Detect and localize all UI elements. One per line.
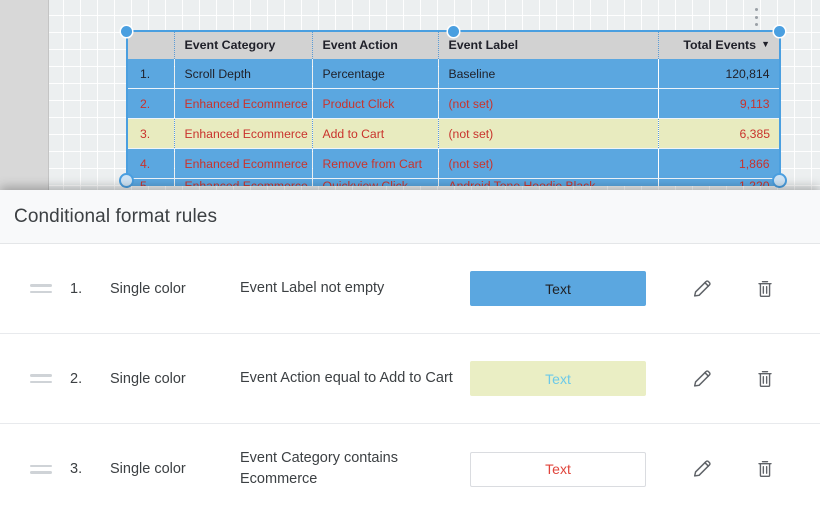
rule-preview-wrap: Text [470,451,670,487]
rule-preview-wrap: Text [470,361,670,396]
col-index[interactable] [126,31,175,59]
col-event-label[interactable]: Event Label [438,31,659,59]
rule-row[interactable]: 2. Single color Event Action equal to Ad… [0,334,820,424]
table-row[interactable]: 3. Enhanced Ecommerce Add to Cart (not s… [126,118,780,149]
cell-index: 5. [126,178,174,186]
rule-index: 1. [70,280,83,297]
rule-row[interactable]: 1. Single color Event Label not empty Te… [0,244,820,334]
cell-action: Add to Cart [312,118,439,149]
selection-handle-bottom-right[interactable] [774,175,785,186]
cell-index: 3. [126,118,175,149]
cell-action: Quickview Click [312,178,438,186]
conditional-format-panel: Conditional format rules 1. Single color… [0,190,820,524]
rule-row[interactable]: 3. Single color Event Category contains … [0,424,820,514]
cell-label: (not set) [438,88,658,119]
trash-icon[interactable] [748,362,782,396]
rule-index: 3. [70,461,83,477]
sort-caret-icon: ▼ [761,39,770,49]
cell-index: 1. [126,59,174,89]
cell-category: Enhanced Ecommerce [174,88,312,119]
left-rail [0,0,48,195]
cell-total: 6,385 [658,118,780,149]
selection-handle-top-center[interactable] [448,26,459,37]
table-header-row: Event Category Event Action Event Label … [126,31,780,59]
trash-icon[interactable] [748,452,782,486]
cell-category: Enhanced Ecommerce [174,148,312,179]
kebab-menu-icon[interactable] [750,6,762,28]
selection-handle-top-right[interactable] [774,26,785,37]
cell-index: 4. [126,148,174,179]
selection-handle-top-left[interactable] [121,26,132,37]
rule-condition: Event Category contains Ecommerce [240,450,398,487]
selection-handle-bottom-left[interactable] [121,175,132,186]
table-row[interactable]: 1. Scroll Depth Percentage Baseline 120,… [126,59,780,89]
table-row[interactable]: 2. Enhanced Ecommerce Product Click (not… [126,88,780,119]
rule-preview-swatch[interactable]: Text [470,451,646,487]
cell-index: 2. [126,88,174,119]
col-event-action[interactable]: Event Action [312,31,439,59]
pencil-icon[interactable] [685,362,719,396]
selection-border-right [779,30,781,180]
cell-total: 1,220 [658,178,780,186]
panel-title: Conditional format rules [14,205,218,227]
rule-condition: Event Label not empty [240,280,385,296]
cell-action: Remove from Cart [312,148,438,179]
cell-total: 1,866 [658,148,780,179]
drag-handle-icon[interactable] [30,464,52,474]
cell-action: Product Click [312,88,438,119]
table-row[interactable]: 5. Enhanced Ecommerce Quickview Click An… [126,178,780,186]
rule-index: 2. [70,370,83,387]
cell-total: 9,113 [658,88,780,119]
report-canvas: Event Category Event Action Event Label … [0,0,820,195]
cell-category: Scroll Depth [174,59,312,89]
rules-list: 1. Single color Event Label not empty Te… [0,244,820,514]
rail-divider [48,0,49,195]
rule-condition: Event Action equal to Add to Cart [240,370,453,386]
cell-total: 120,814 [658,59,780,89]
pencil-icon[interactable] [685,452,719,486]
events-table: Event Category Event Action Event Label … [126,31,780,186]
rule-type: Single color [110,461,186,477]
rule-preview-swatch[interactable]: Text [470,361,646,396]
drag-handle-icon[interactable] [30,374,52,383]
cell-category: Enhanced Ecommerce [174,118,313,149]
rule-type: Single color [110,280,186,297]
cell-label: Baseline [438,59,658,89]
trash-icon[interactable] [748,272,782,306]
table-body: 1. Scroll Depth Percentage Baseline 120,… [126,59,780,186]
cell-action: Percentage [312,59,438,89]
cell-label: Android Tone Hoodie Black [438,178,658,186]
table-row[interactable]: 4. Enhanced Ecommerce Remove from Cart (… [126,148,780,179]
drag-handle-icon[interactable] [30,284,52,293]
rule-actions [670,272,815,306]
rule-actions [670,362,815,396]
rule-preview-wrap: Text [470,271,670,306]
col-total-events-label: Total Events [683,38,757,52]
rule-actions [670,452,815,486]
rule-preview-swatch[interactable]: Text [470,271,646,306]
pencil-icon[interactable] [685,272,719,306]
panel-header: Conditional format rules [0,190,820,244]
col-event-category[interactable]: Event Category [174,31,313,59]
table-widget[interactable]: Event Category Event Action Event Label … [126,31,780,186]
cell-category: Enhanced Ecommerce [174,178,312,186]
cell-label: (not set) [438,148,658,179]
col-total-events[interactable]: Total Events ▼ [658,31,780,59]
rule-type: Single color [110,370,186,387]
selection-border-left [126,30,128,180]
cell-label: (not set) [438,118,659,149]
